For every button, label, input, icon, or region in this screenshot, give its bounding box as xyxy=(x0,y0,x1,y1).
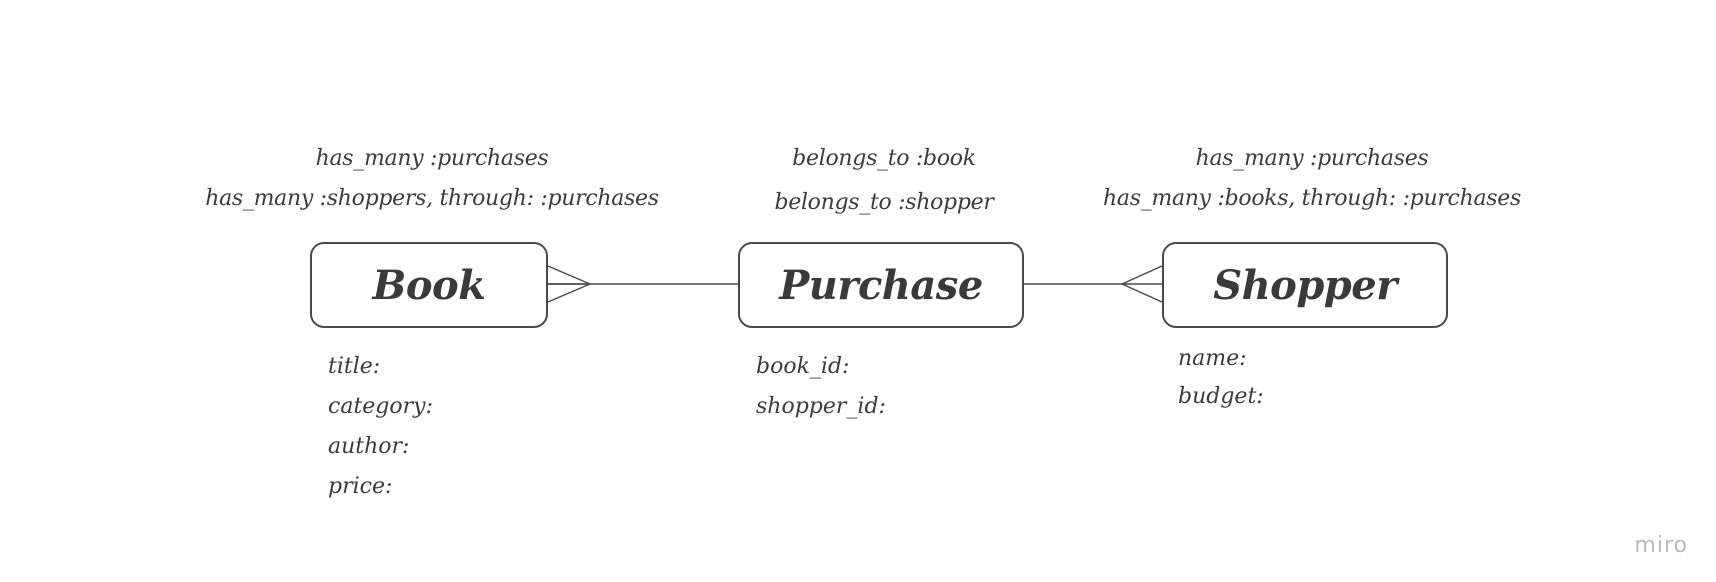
purchase-field-shopper-id: shopper_id: xyxy=(756,394,886,419)
entity-purchase-title: Purchase xyxy=(779,261,983,309)
shopper-field-name: name: xyxy=(1178,346,1247,371)
book-purchase-relationship xyxy=(547,265,738,303)
miro-watermark: miro xyxy=(1634,533,1688,558)
book-field-title: title: xyxy=(328,354,381,379)
purchase-field-book-id: book_id: xyxy=(756,354,850,379)
shopper-association-1: has_many :purchases xyxy=(1195,146,1429,171)
book-field-author: author: xyxy=(328,434,410,459)
entity-book[interactable]: Book xyxy=(310,242,548,328)
book-field-category: category: xyxy=(328,394,433,419)
purchase-association-1: belongs_to :book xyxy=(792,146,976,171)
book-crows-foot-upper xyxy=(547,265,591,285)
shopper-association-2: has_many :books, through: :purchases xyxy=(1103,186,1521,211)
book-association-1: has_many :purchases xyxy=(315,146,549,171)
entity-purchase[interactable]: Purchase xyxy=(738,242,1024,328)
entity-shopper[interactable]: Shopper xyxy=(1162,242,1448,328)
book-association-2: has_many :shoppers, through: :purchases xyxy=(205,186,659,211)
shopper-field-budget: budget: xyxy=(1178,384,1264,409)
shopper-crows-foot-upper xyxy=(1121,265,1163,285)
book-crows-foot-lower xyxy=(547,283,591,303)
purchase-shopper-relationship xyxy=(1024,265,1163,303)
book-field-price: price: xyxy=(328,474,393,499)
shopper-crows-foot-lower xyxy=(1121,283,1163,303)
purchase-association-2: belongs_to :shopper xyxy=(774,190,994,215)
entity-book-title: Book xyxy=(372,261,486,309)
entity-shopper-title: Shopper xyxy=(1213,261,1397,309)
